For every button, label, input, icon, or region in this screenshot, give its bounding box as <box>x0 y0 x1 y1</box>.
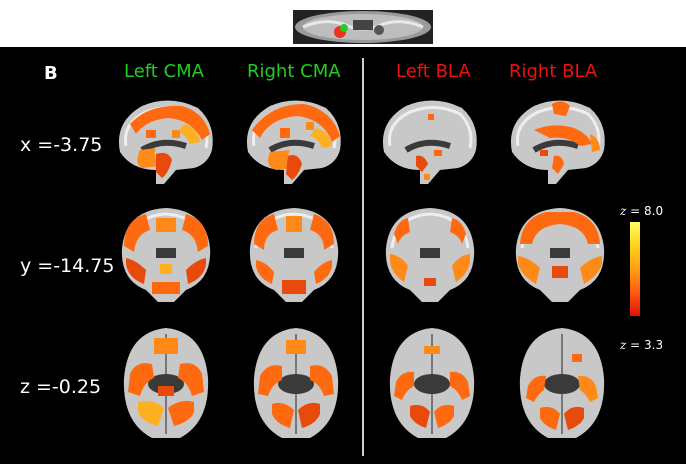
brain-coronal-left-bla <box>380 204 480 309</box>
column-header-right-bla: Right BLA <box>509 61 598 82</box>
row-label-axial: z =-0.25 <box>20 376 102 398</box>
colorbar-min-label: z = 3.3 <box>620 338 664 352</box>
brain-axial-left-bla <box>384 324 480 449</box>
brain-sagittal-left-bla <box>376 94 482 191</box>
panel-a-label: A <box>258 28 272 49</box>
seed-inset-image <box>293 10 433 44</box>
cma-seed-mark <box>340 24 348 32</box>
brain-sagittal-right-cma <box>240 94 346 191</box>
colorbar <box>630 222 640 316</box>
brain-sagittal-left-cma <box>112 94 218 191</box>
brain-coronal-right-cma <box>244 204 344 309</box>
brain-axial-right-bla <box>514 324 610 449</box>
row-label-coronal: y =-14.75 <box>20 255 115 277</box>
brain-coronal-left-cma <box>116 204 216 309</box>
column-header-left-bla: Left BLA <box>396 61 471 82</box>
row-label-sagittal: x =-3.75 <box>20 134 103 156</box>
column-header-left-cma: Left CMA <box>124 61 204 82</box>
brain-axial-right-cma <box>248 324 344 449</box>
brain-coronal-right-bla <box>510 204 610 309</box>
group-divider <box>362 58 364 456</box>
colorbar-max-label: z = 8.0 <box>620 204 664 218</box>
brain-sagittal-right-bla <box>504 94 610 191</box>
panel-b-label: B <box>44 63 58 84</box>
column-header-right-cma: Right CMA <box>247 61 341 82</box>
brain-axial-left-cma <box>118 324 214 449</box>
